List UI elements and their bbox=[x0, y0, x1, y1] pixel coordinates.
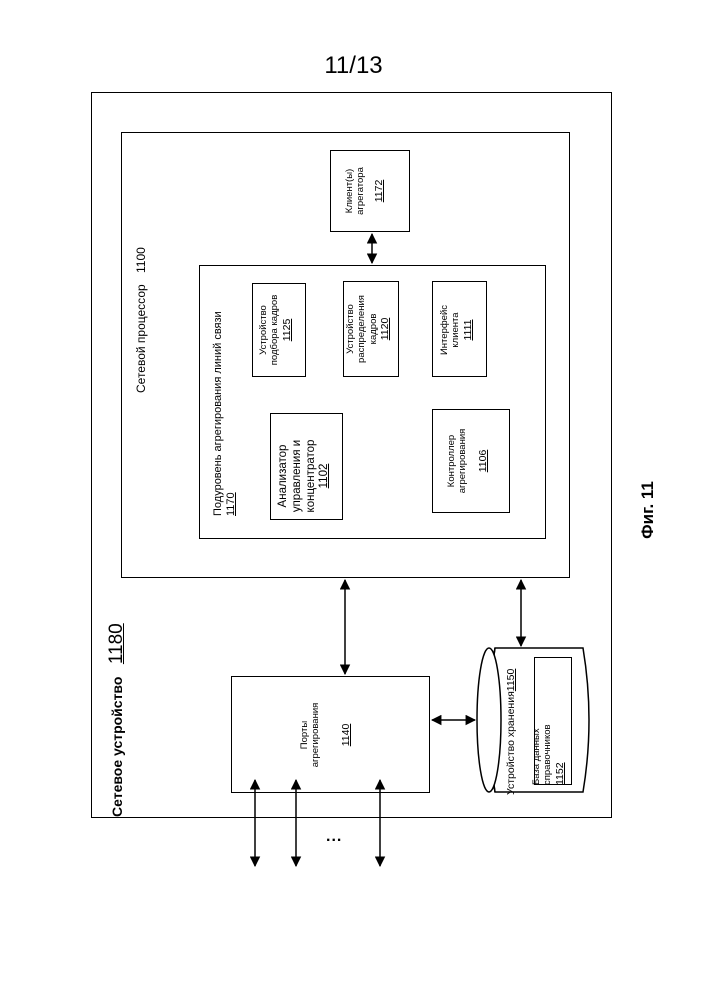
aggregator-clients-label: Клиент(ы) агрегатора 1172 bbox=[344, 151, 396, 231]
link-aggregation-sublayer-ref: 1170 bbox=[225, 276, 238, 516]
ellipsis: ... bbox=[326, 828, 356, 846]
aggregation-controller-title: Контроллер агрегирования bbox=[446, 411, 469, 511]
frame-distributor-ref: 1120 bbox=[379, 283, 392, 375]
link-aggregation-sublayer-label: Подуровень агрегирования линий связи 117… bbox=[212, 276, 250, 516]
network-device-label: Сетевое устройство 1180 bbox=[106, 637, 132, 817]
network-processor-ref: 1100 bbox=[134, 247, 148, 273]
aggregation-ports-label: Порты агрегирования 1140 bbox=[299, 675, 361, 795]
control-analyzer-ref: 1102 bbox=[318, 421, 332, 531]
aggregator-clients-title: Клиент(ы) агрегатора bbox=[344, 151, 367, 231]
control-analyzer-label: Анализатор управления и концентратор 110… bbox=[277, 421, 337, 531]
control-analyzer-title: Анализатор управления и концентратор bbox=[277, 421, 318, 531]
aggregation-controller-ref: 1106 bbox=[477, 411, 490, 511]
link-aggregation-sublayer-title: Подуровень агрегирования линий связи bbox=[212, 276, 225, 516]
aggregation-ports-title: Порты агрегирования bbox=[299, 675, 322, 795]
network-device-ref: 1180 bbox=[106, 623, 127, 664]
frame-selector-ref: 1125 bbox=[281, 284, 294, 376]
storage-title: Устройство хранения bbox=[505, 691, 517, 795]
reference-db-title: База данных справочников bbox=[531, 657, 554, 785]
frame-selector-label: Устройство подбора кадров 1125 bbox=[258, 284, 300, 376]
frame-selector-title: Устройство подбора кадров bbox=[258, 284, 281, 376]
figure-label: Фиг. 11 bbox=[638, 465, 662, 555]
network-processor-title: Сетевой процессор bbox=[134, 284, 148, 393]
reference-db-label: База данных справочников 1152 bbox=[531, 657, 575, 785]
network-processor-label: Сетевой процессор 1100 bbox=[134, 273, 152, 393]
reference-db-ref: 1152 bbox=[554, 657, 567, 785]
storage-ref: 1150 bbox=[505, 669, 517, 692]
frame-distributor-label: Устройство распределения кадров 1120 bbox=[345, 283, 397, 375]
client-interface-title: Интерфейс клиента bbox=[439, 284, 462, 376]
client-interface-ref: 1111 bbox=[462, 284, 475, 376]
network-device-title: Сетевое устройство bbox=[109, 677, 125, 817]
aggregator-clients-ref: 1172 bbox=[373, 151, 386, 231]
client-interface-label: Интерфейс клиента 1111 bbox=[439, 284, 481, 376]
storage-label: Устройство хранения1150 bbox=[505, 645, 523, 795]
aggregation-controller-label: Контроллер агрегирования 1106 bbox=[446, 411, 496, 511]
frame-distributor-title: Устройство распределения кадров bbox=[345, 283, 379, 375]
aggregation-ports-ref: 1140 bbox=[340, 675, 353, 795]
